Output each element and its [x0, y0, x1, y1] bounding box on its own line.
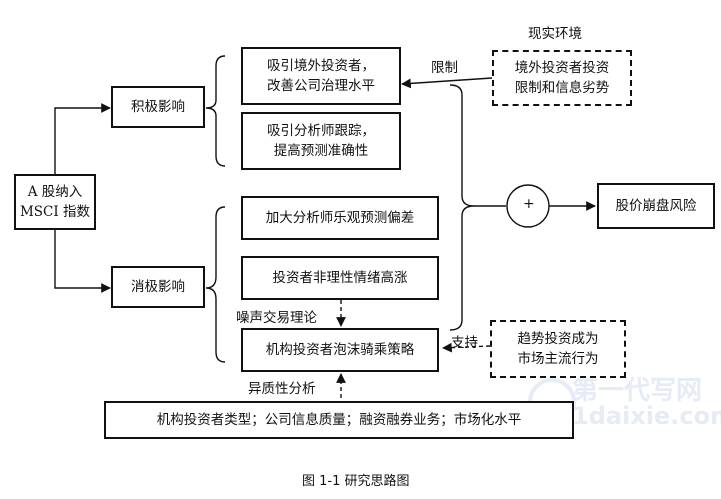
heterogeneity-label: 异质性分析: [248, 381, 316, 397]
positive-brace: [205, 55, 226, 167]
restriction-arrow: [401, 77, 493, 89]
heterogeneity-factors-box: 机构投资者类型；公司信息质量；融资融券业务；市场化水平: [104, 401, 574, 439]
plus-circle: [506, 184, 550, 228]
restriction-label: 限制: [431, 60, 458, 76]
watermark-brand: 第一代写网: [572, 376, 703, 406]
analyst-optimism-box: 加大分析师乐观预测偏差: [241, 196, 439, 240]
figure-caption: 图 1-1 研究思路图: [302, 474, 410, 489]
combine-brace: [449, 84, 475, 331]
attract-analysts-box: 吸引分析师跟踪， 提高预测准确性: [241, 112, 401, 170]
negative-impact-box: 消极影响: [111, 266, 205, 308]
root-to-negative-arrow: [54, 230, 111, 293]
investor-sentiment-box: 投资者非理性情绪高涨: [241, 256, 439, 300]
plus-sign: +: [523, 196, 535, 212]
trend-box: 趋势投资成为 市场主流行为: [490, 320, 626, 378]
negative-brace: [205, 206, 226, 363]
root-to-positive-arrow: [54, 103, 111, 174]
positive-impact-box: 积极影响: [111, 86, 205, 128]
watermark-url: 1daixie.com: [572, 402, 721, 430]
support-label: 支持: [451, 335, 478, 351]
root-msci-box: A 股纳入 MSCI 指数: [14, 174, 96, 230]
bubble-riding-box: 机构投资者泡沫骑乘策略: [241, 328, 439, 372]
support-arrow: [442, 342, 491, 353]
reality-box: 境外投资者投资 限制和信息劣势: [492, 50, 632, 106]
noise-trading-label: 噪声交易理论: [236, 310, 317, 326]
attract-foreign-investors-box: 吸引境外投资者， 改善公司治理水平: [241, 47, 401, 105]
reality-title: 现实环境: [528, 26, 582, 42]
crash-risk-box: 股价崩盘风险: [597, 183, 715, 229]
